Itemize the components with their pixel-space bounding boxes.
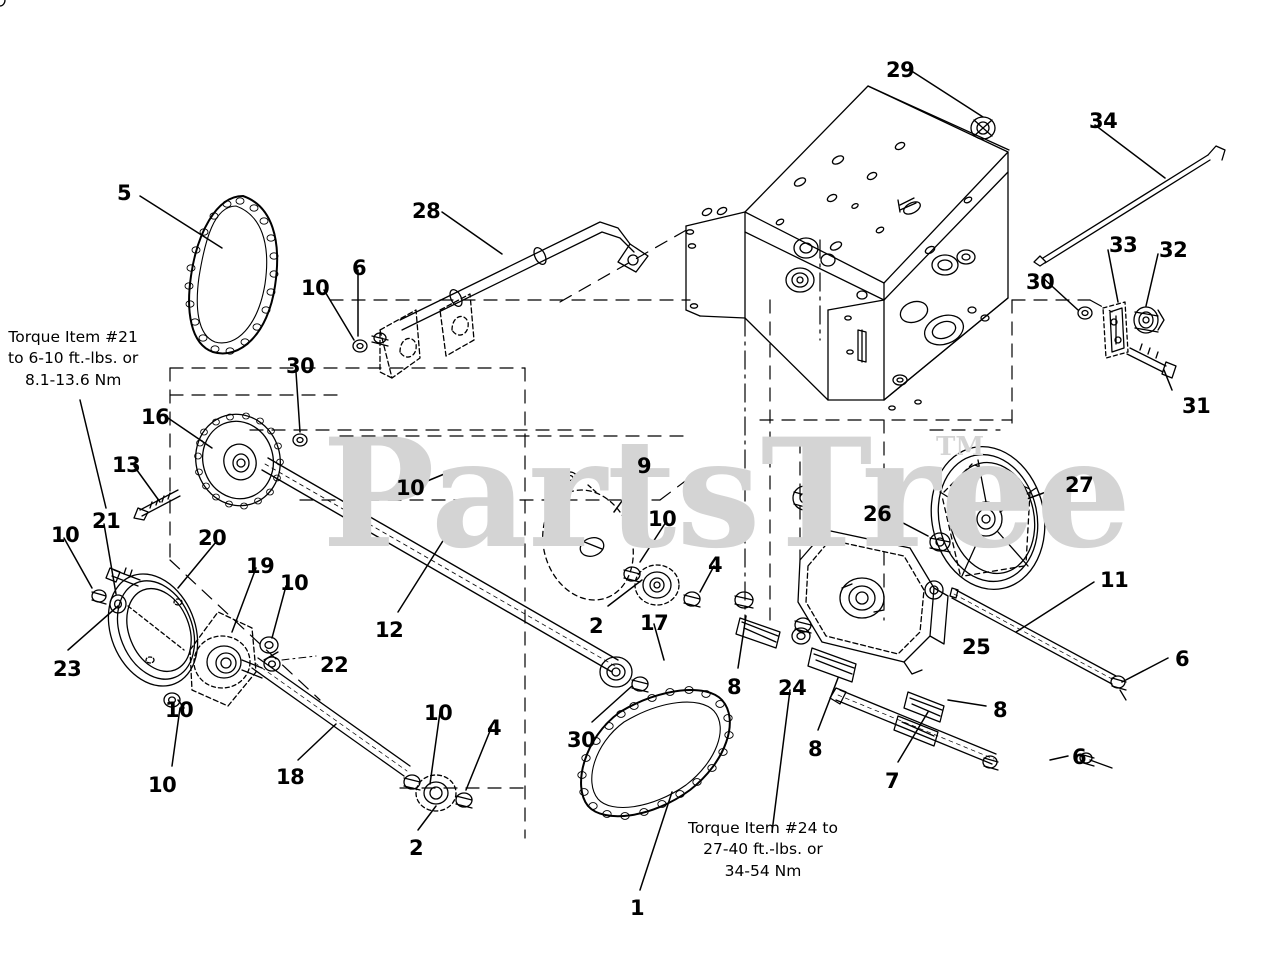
washer-10-lower-left: [163, 692, 181, 708]
sprocket-16: [194, 412, 284, 510]
callout-number-5: 5: [117, 181, 132, 205]
torque-note-line-2: to 6-10 ft.-lbs. or: [8, 349, 139, 368]
hub-30-lower: [599, 656, 649, 693]
callout-number-2: 2: [589, 614, 604, 638]
callout-number-10: 10: [51, 523, 80, 547]
hardware-26-group: [734, 485, 951, 645]
callout-number-10: 10: [424, 701, 453, 725]
bolt-head: [856, 290, 868, 300]
control-rod-34: [1033, 145, 1226, 267]
callout-number-11: 11: [1100, 568, 1129, 592]
jack-shaft-18: [251, 651, 411, 777]
callout-number-9: 9: [637, 454, 652, 478]
callout-number-10: 10: [396, 476, 425, 500]
bolt-6-bottom: [1079, 752, 1113, 769]
callout-number-2: 2: [409, 836, 424, 860]
callout-number-20: 20: [198, 526, 227, 550]
callout-number-27: 27: [1065, 473, 1094, 497]
callout-number-29: 29: [886, 58, 915, 82]
gear-case-25: [797, 529, 949, 675]
callout-number-1: 1: [630, 896, 645, 920]
bracket-33: [1102, 301, 1129, 359]
chassis-housing: [685, 85, 1010, 411]
callout-number-10: 10: [165, 698, 194, 722]
callout-number-6: 6: [1072, 745, 1087, 769]
callout-number-30: 30: [567, 728, 596, 752]
callout-number-16: 16: [141, 405, 170, 429]
callout-number-24: 24: [778, 676, 807, 700]
washer-30-right: [1077, 306, 1093, 320]
washer-30-left: [292, 433, 308, 447]
friction-wheel-27: [930, 445, 1046, 591]
shift-shaft-11: [949, 587, 1127, 701]
callout-number-13: 13: [112, 453, 141, 477]
callout-number-32: 32: [1159, 238, 1188, 262]
hardware-22-10: [259, 636, 281, 672]
set-screw-24: [794, 617, 812, 634]
callout-number-6: 6: [1175, 647, 1190, 671]
torque-note-item-24: Torque Item #24 to 27-40 ft.-lbs. or 34-…: [688, 818, 838, 882]
callout-number-10: 10: [648, 507, 677, 531]
callout-number-19: 19: [246, 554, 275, 578]
friction-disc-9: [542, 471, 634, 601]
callout-number-26: 26: [863, 502, 892, 526]
hex-shaft-12: [261, 457, 619, 673]
callout-number-28: 28: [412, 199, 441, 223]
chain-1: [577, 686, 734, 820]
torque-note-line-3: 34-54 Nm: [724, 861, 802, 880]
torque-note-line-2: 27-40 ft.-lbs. or: [703, 840, 823, 859]
chain-5: [184, 195, 279, 355]
callout-number-4: 4: [487, 716, 502, 740]
torque-note-item-21: Torque Item #21 to 6-10 ft.-lbs. or 8.1-…: [8, 327, 138, 391]
torque-note-line-1: Torque Item #24 to: [688, 819, 838, 837]
callout-number-22: 22: [320, 653, 349, 677]
callout-number-8: 8: [727, 675, 742, 699]
torque-note-line-3: 8.1-13.6 Nm: [24, 370, 122, 389]
callout-number-23: 23: [53, 657, 82, 681]
bushing-32: [1133, 306, 1165, 334]
flange-bearing-2-lower: [403, 774, 473, 812]
hardware-6-10-upper: [352, 332, 389, 353]
callout-number-18: 18: [276, 765, 305, 789]
hardware-left-group: [91, 567, 141, 614]
shift-rod-7: [829, 687, 999, 771]
bearing-26: [793, 237, 836, 267]
sprocket-hub-17: [623, 564, 701, 608]
shift-linkage-28: [0, 0, 649, 379]
callout-number-10: 10: [301, 276, 330, 300]
callout-number-4: 4: [708, 553, 723, 577]
callout-number-6: 6: [352, 256, 367, 280]
callout-number-31: 31: [1182, 394, 1211, 418]
bearing-26b: [785, 267, 815, 293]
drive-plate-20: [107, 573, 199, 687]
torque-note-line-1: Torque Item #21: [8, 328, 138, 346]
callout-number-8: 8: [808, 737, 823, 761]
leader-lines: [63, 69, 1173, 891]
callout-number-21: 21: [92, 509, 121, 533]
callout-number-33: 33: [1109, 233, 1138, 257]
callout-number-30: 30: [286, 354, 315, 378]
bolt-13: [133, 489, 181, 521]
bearing-housing-19: [189, 611, 263, 707]
assembly-guide-lines: [169, 227, 1113, 839]
callout-number-30: 30: [1026, 270, 1055, 294]
callout-number-8: 8: [993, 698, 1008, 722]
callout-number-10: 10: [280, 571, 309, 595]
callout-number-34: 34: [1089, 109, 1118, 133]
callout-number-7: 7: [885, 769, 900, 793]
knob-29: [970, 116, 996, 140]
bolt-31: [1126, 343, 1177, 379]
callout-number-10: 10: [148, 773, 177, 797]
callout-number-12: 12: [375, 618, 404, 642]
callout-number-25: 25: [962, 635, 991, 659]
couplings-8: [735, 617, 945, 723]
callout-number-17: 17: [640, 611, 669, 635]
